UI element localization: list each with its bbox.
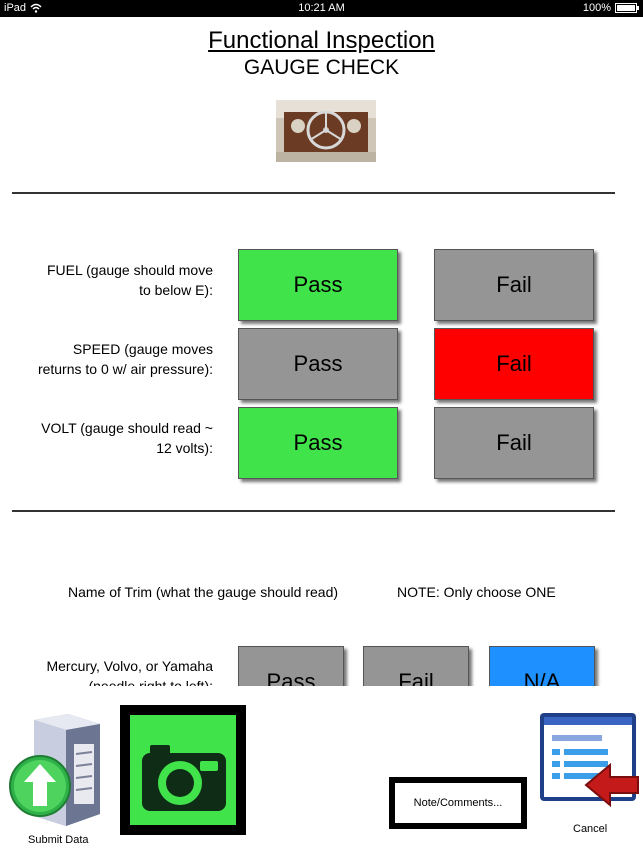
trim-heading: Name of Trim (what the gauge should read… <box>68 584 339 600</box>
form-cancel-icon <box>540 713 639 808</box>
trim-na-button[interactable]: N/A <box>489 646 595 686</box>
volt-label: VOLT (gauge should read ~12 volts): <box>41 420 213 456</box>
camera-icon <box>142 745 226 811</box>
fuel-fail-button[interactable]: Fail <box>434 249 594 321</box>
submit-data-button[interactable] <box>8 710 104 830</box>
gauge-photo <box>276 100 376 162</box>
wifi-icon <box>30 3 42 13</box>
trim-pass-button[interactable]: Pass <box>238 646 344 686</box>
submit-data-label: Submit Data <box>28 834 89 846</box>
page-title: Functional Inspection <box>208 27 435 54</box>
battery-percent: 100% <box>582 2 611 14</box>
fuel-pass-button[interactable]: Pass <box>238 249 398 321</box>
bottom-toolbar <box>0 686 643 857</box>
cancel-label: Cancel <box>573 823 608 835</box>
battery-icon <box>615 3 639 13</box>
page-subtitle: GAUGE CHECK <box>243 56 400 79</box>
speed-fail-button[interactable]: Fail <box>434 328 594 400</box>
volt-pass-button[interactable]: Pass <box>238 407 398 479</box>
trim-note: NOTE: Only choose ONE <box>397 584 556 600</box>
cancel-button[interactable] <box>538 711 642 823</box>
volt-fail-button[interactable]: Fail <box>434 407 594 479</box>
status-time: 10:21 AM <box>298 2 345 14</box>
server-upload-icon <box>9 714 100 826</box>
trim-row-label: Mercury, Volvo, or Yamaha(needle right t… <box>46 658 213 686</box>
trim-section: Name of Trim (what the gauge should read… <box>0 560 643 686</box>
camera-button[interactable] <box>120 705 246 835</box>
status-bar: iPad 10:21 AM 100% <box>0 0 643 17</box>
note-comments-button[interactable]: Note/Comments... <box>389 777 527 829</box>
speed-pass-button[interactable]: Pass <box>238 328 398 400</box>
divider <box>12 510 615 512</box>
trim-fail-button[interactable]: Fail <box>363 646 469 686</box>
carrier-label: iPad <box>4 2 27 14</box>
divider <box>12 192 615 194</box>
